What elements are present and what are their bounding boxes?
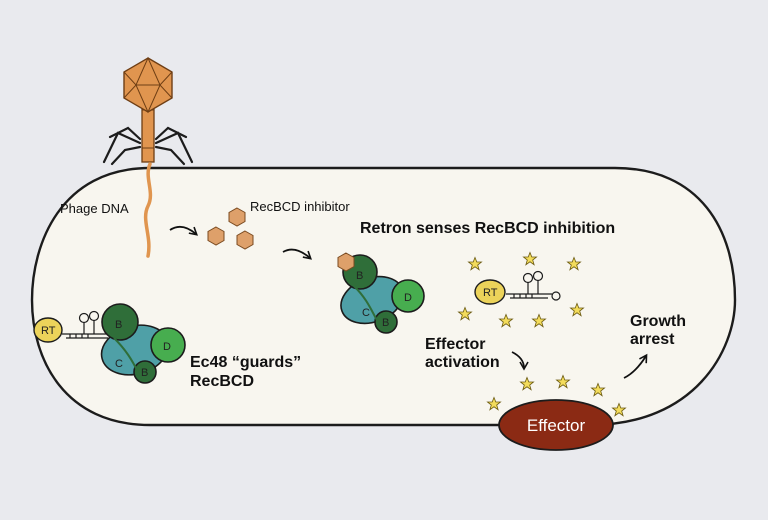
effector-activation-line1: Effector (425, 336, 485, 353)
subunit-c-label: C (115, 358, 123, 370)
subunit-b-label: B (115, 319, 122, 331)
guarding-retron-complex: RT B C D B (33, 303, 186, 384)
subunit-b-label: B (356, 270, 363, 282)
phage-dna-label: Phage DNA (60, 201, 129, 216)
subunit-d-label: D (163, 341, 171, 353)
subunit-d-label: D (404, 292, 412, 304)
subunit-b-small-label: B (382, 317, 389, 329)
growth-arrest-line2: arrest (630, 331, 675, 348)
arrow-inhibitor-to-complex (282, 248, 312, 260)
growth-arrest-line1: Growth (630, 313, 686, 330)
subunit-d-shape (391, 279, 425, 313)
retron-senses-title: Retron senses RecBCD inhibition (360, 220, 615, 237)
phage-icon (102, 56, 194, 166)
rt-shape (474, 279, 506, 305)
inhibited-recbcd-complex: B C D B (337, 252, 425, 334)
subunit-d-shape (150, 327, 186, 363)
msdna-icon (62, 310, 112, 339)
effector-shape (498, 399, 614, 451)
arrow-dna-to-inhibitor (169, 225, 198, 236)
arrow-to-growth-arrest (623, 353, 648, 379)
subunit-b-small-shape (133, 360, 157, 384)
phage-dna-strand (143, 162, 153, 258)
effector-activation-line2: activation (425, 354, 500, 371)
rt-label: RT (41, 325, 56, 337)
recbcd-inhibitor-label: RecBCD inhibitor (250, 199, 350, 214)
released-retron: RT (474, 270, 561, 305)
bound-inhibitor-icon (337, 252, 355, 272)
subunit-b-small-shape (374, 310, 398, 334)
effector-label: Effector (527, 416, 586, 435)
rt-label: RT (483, 287, 498, 299)
msdna-icon (506, 270, 561, 301)
subunit-b-shape (101, 303, 139, 341)
subunit-c-label: C (362, 307, 370, 319)
guards-label-line2: RecBCD (190, 373, 254, 390)
rt-shape (33, 317, 63, 343)
arrow-to-effector (511, 351, 529, 371)
subunit-b-small-label: B (141, 367, 148, 379)
guards-label-line1: Ec48 “guards” (190, 354, 301, 371)
